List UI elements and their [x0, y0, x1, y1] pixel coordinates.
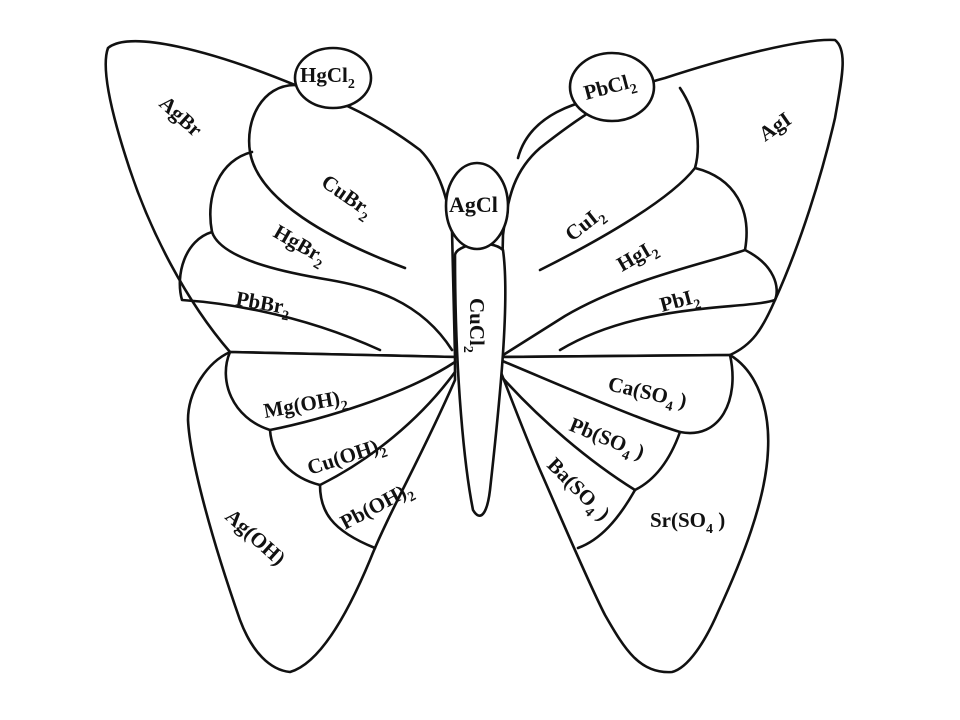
butterfly-head-agcl: [444, 161, 510, 251]
upper-right-wing-outline: [498, 38, 844, 359]
label-hgcl2: HgCl2: [300, 63, 355, 92]
vein-ll-2: [268, 370, 457, 487]
lower-left-wing-outline: [186, 350, 457, 674]
lower-right-wing-outline: [498, 353, 770, 674]
vein-lr-2: [498, 373, 682, 492]
label-cucl2: CuCl2: [460, 298, 489, 353]
label-agcl: AgCl: [449, 192, 498, 217]
vein-ul-1: [247, 83, 407, 270]
vein-ur-2: [538, 86, 700, 272]
vein-ur-4: [558, 248, 778, 352]
circle-pbcl2: [568, 51, 656, 123]
vein-ur-3: [498, 166, 748, 359]
vein-ul-2: [209, 150, 454, 352]
vein-lr-3: [576, 488, 637, 550]
vein-ll-3: [318, 483, 377, 550]
label-srso4: Sr(SO4 ): [650, 508, 725, 537]
vein-ll-1: [224, 350, 457, 432]
vein-ul-3: [178, 230, 382, 352]
circle-hgcl2: [293, 46, 373, 110]
butterfly-abdomen: [453, 242, 507, 517]
